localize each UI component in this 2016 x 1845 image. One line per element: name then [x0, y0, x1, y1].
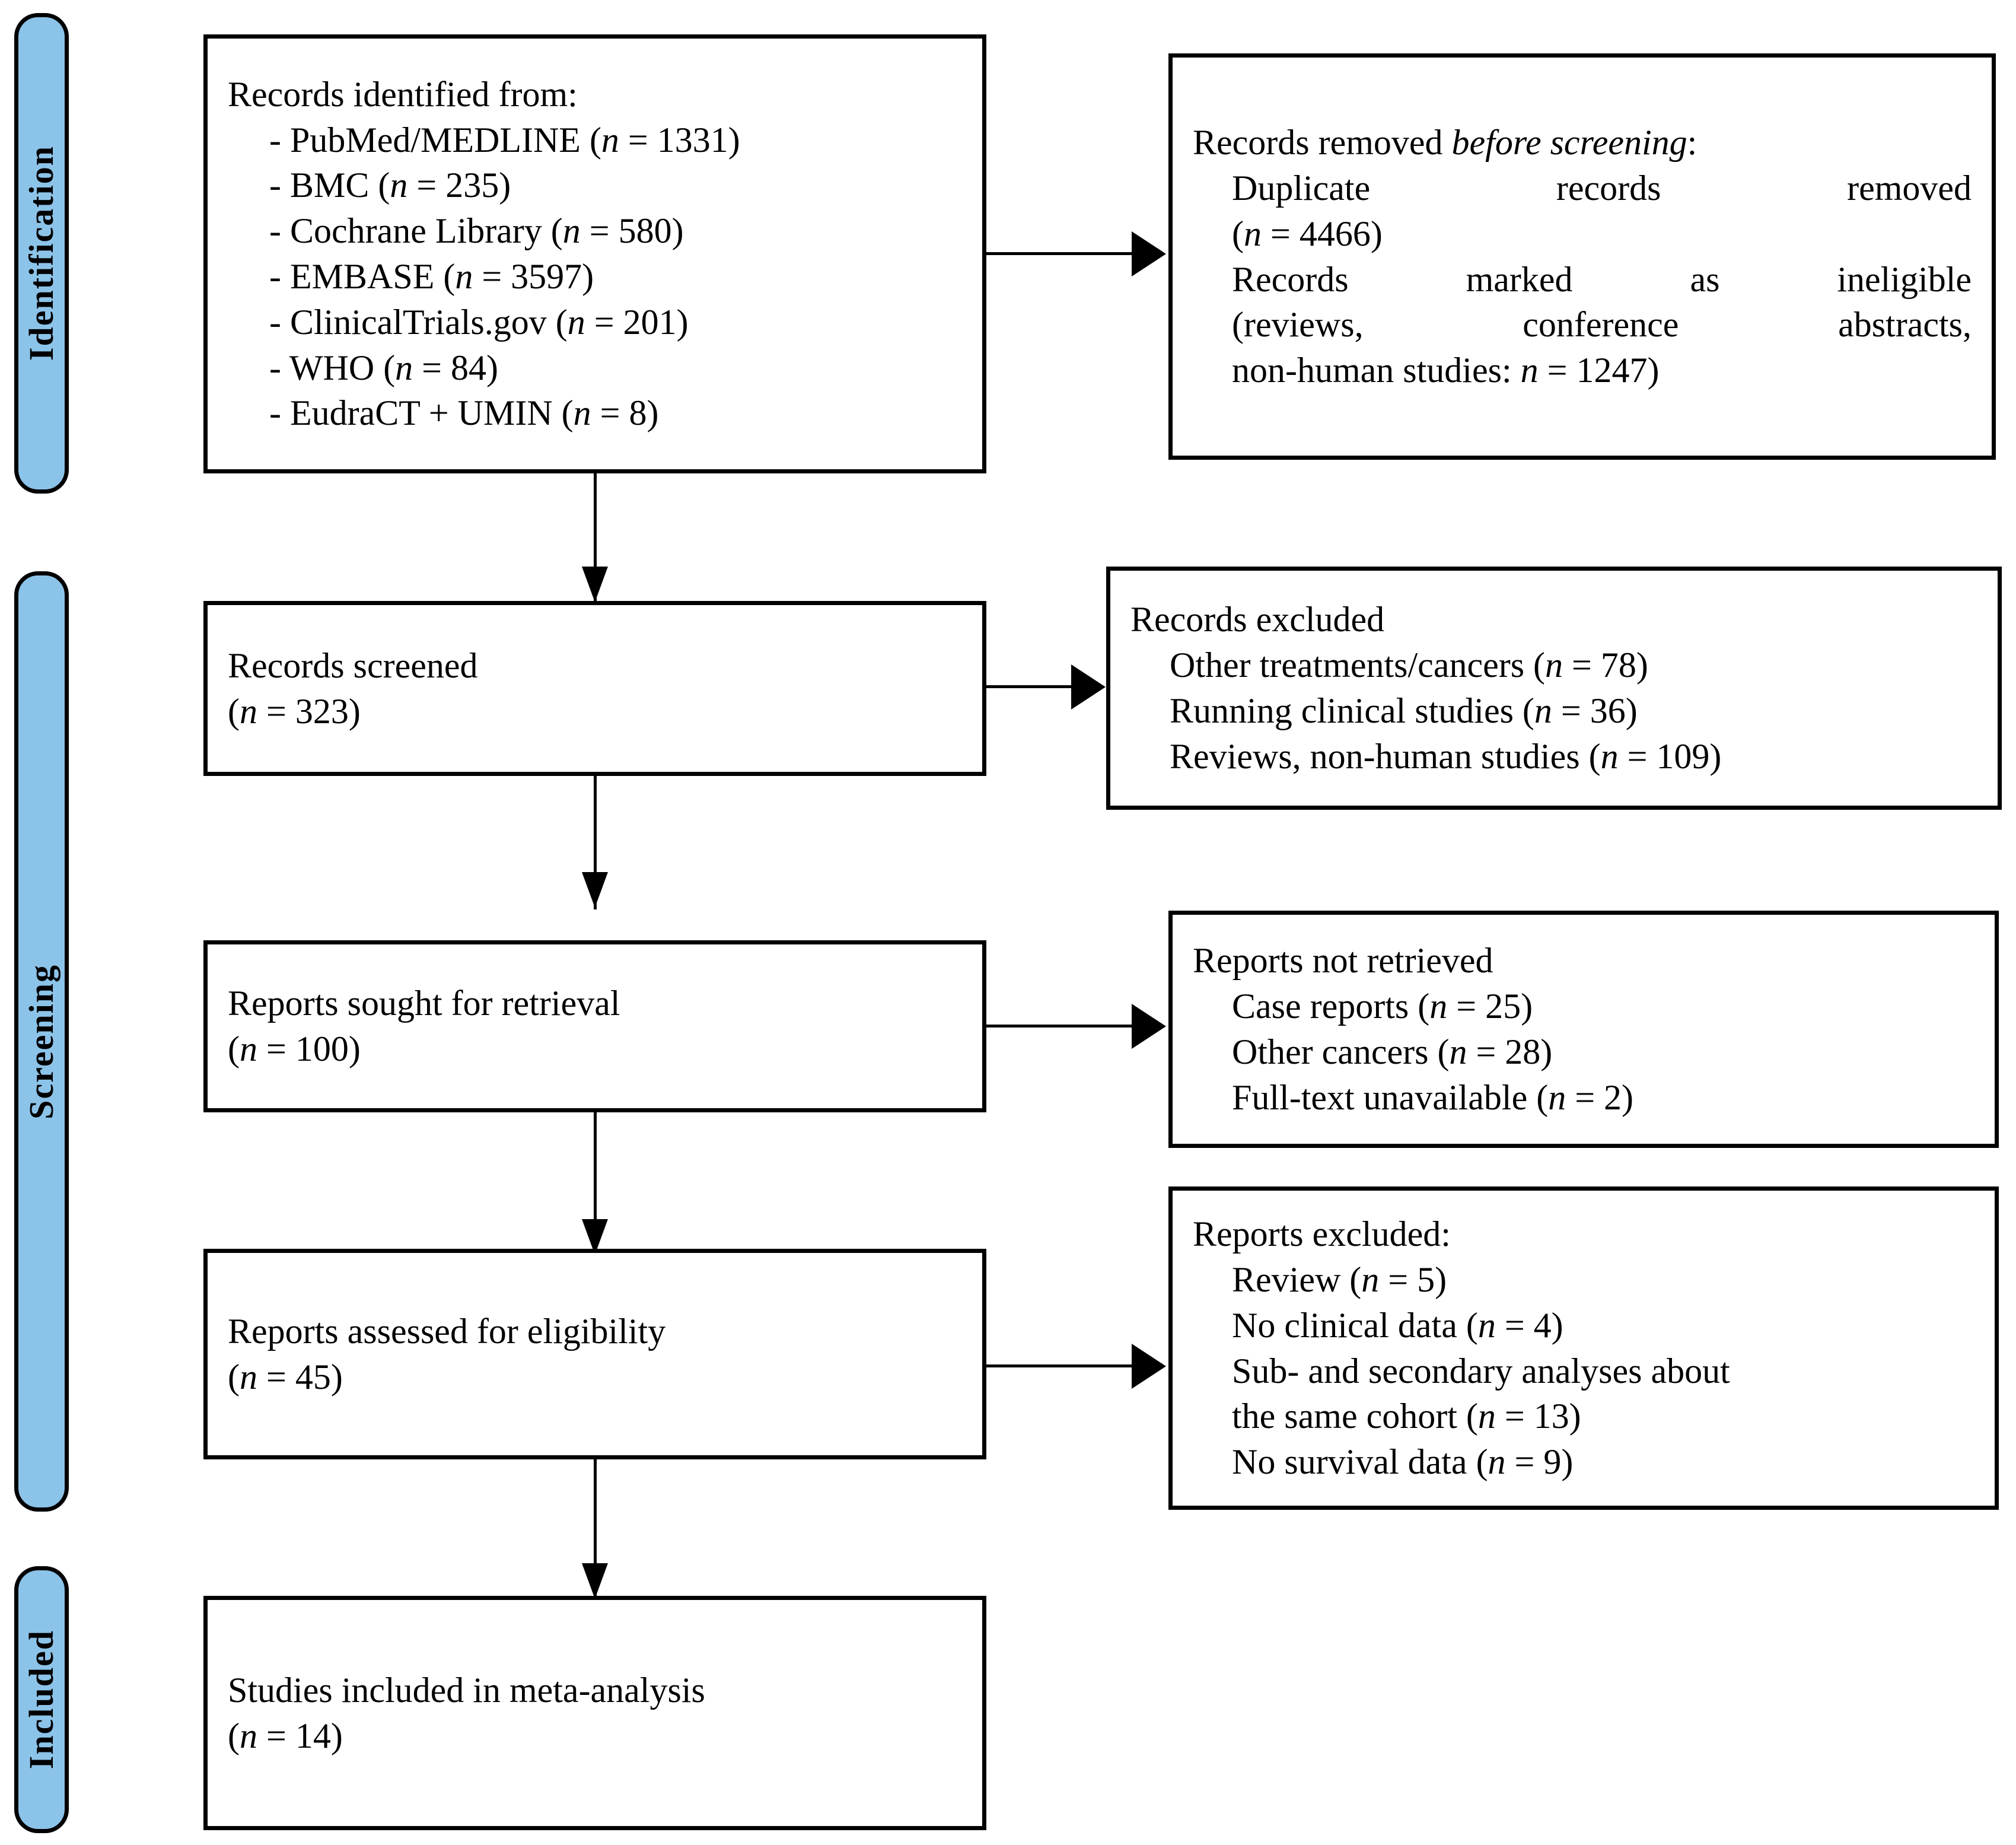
stage-label-screening: Screening: [22, 963, 60, 1119]
reports-sought-count: (n = 100): [228, 1029, 361, 1068]
arrow-identified-to-removed: [1132, 231, 1166, 276]
records-excluded-item-2: Reviews, non-human studies (n = 109): [1170, 736, 1722, 776]
reports-excluded-item-1: No clinical data (n = 4): [1232, 1305, 1563, 1345]
box-records-excluded: Records excluded Other treatments/cancer…: [1106, 567, 2002, 810]
reports-excluded-item-3: the same cohort (n = 13): [1232, 1397, 1581, 1436]
reports-sought-heading: Reports sought for retrieval: [228, 984, 620, 1023]
records-identified-item-2: - Cochrane Library (n = 580): [269, 211, 684, 251]
records-removed-heading: Records removed before screening:: [1193, 120, 1972, 166]
records-excluded-item-1: Running clinical studies (n = 36): [1170, 691, 1638, 730]
reports-not-retrieved-item-2: Full-text unavailable (n = 2): [1232, 1077, 1634, 1117]
records-removed-line-4: (reviews, conference abstracts,: [1232, 305, 1972, 345]
records-removed-line-1: Duplicate records removed: [1232, 168, 1972, 208]
records-removed-line-2: (n = 4466): [1232, 214, 1383, 253]
records-identified-item-5: - WHO (n = 84): [269, 348, 498, 387]
records-removed-line-3: Records marked as ineligible: [1232, 259, 1972, 299]
records-identified-item-0: - PubMed/MEDLINE (n = 1331): [269, 120, 740, 160]
arrow-screened-to-excluded: [1071, 664, 1106, 710]
arrow-identified-to-screened: [582, 567, 608, 602]
arrow-assessed-to-included: [582, 1563, 608, 1599]
reports-excluded-item-4: No survival data (n = 9): [1232, 1442, 1574, 1482]
arrow-assessed-to-reports-excluded: [1132, 1344, 1166, 1389]
reports-not-retrieved-item-0: Case reports (n = 25): [1232, 987, 1533, 1026]
box-studies-included: Studies included in meta-analysis (n = 1…: [203, 1596, 986, 1830]
arrow-sought-to-not-retrieved: [1132, 1004, 1166, 1049]
studies-included-count: (n = 14): [228, 1716, 343, 1755]
stage-bar-included: Included: [14, 1566, 69, 1833]
reports-excluded-item-0: Review (n = 5): [1232, 1259, 1447, 1299]
arrow-screened-to-sought: [582, 872, 608, 908]
box-records-identified: Records identified from: - PubMed/MEDLIN…: [203, 34, 986, 473]
connector-sought-to-not-retrieved: [986, 1025, 1135, 1028]
connector-assessed-to-included: [594, 1459, 597, 1599]
records-identified-item-1: - BMC (n = 235): [269, 166, 511, 205]
records-removed-heading-italic: before screening: [1451, 123, 1687, 163]
records-identified-item-4: - ClinicalTrials.gov (n = 201): [269, 302, 689, 342]
reports-assessed-heading: Reports assessed for eligibility: [228, 1311, 666, 1351]
stage-bar-screening: Screening: [14, 571, 69, 1512]
reports-not-retrieved-item-1: Other cancers (n = 28): [1232, 1032, 1553, 1071]
records-excluded-item-0: Other treatments/cancers (n = 78): [1170, 645, 1648, 685]
box-records-screened: Records screened (n = 323): [203, 601, 986, 776]
box-reports-sought: Reports sought for retrieval (n = 100): [203, 940, 986, 1112]
records-removed-heading-plain: Records removed: [1193, 123, 1452, 163]
records-screened-count: (n = 323): [228, 691, 361, 731]
reports-excluded-heading: Reports excluded:: [1193, 1214, 1451, 1254]
box-records-removed: Records removed before screening: Duplic…: [1168, 53, 1996, 460]
reports-assessed-count: (n = 45): [228, 1357, 343, 1397]
records-identified-item-3: - EMBASE (n = 3597): [269, 257, 594, 296]
reports-not-retrieved-heading: Reports not retrieved: [1193, 941, 1493, 981]
connector-identified-to-removed: [986, 252, 1135, 255]
connector-screened-to-sought: [594, 776, 597, 909]
studies-included-heading: Studies included in meta-analysis: [228, 1670, 705, 1710]
records-identified-heading: Records identified from:: [228, 74, 578, 114]
connector-assessed-to-reports-excluded: [986, 1364, 1135, 1367]
box-reports-assessed: Reports assessed for eligibility (n = 45…: [203, 1249, 986, 1459]
records-screened-heading: Records screened: [228, 645, 478, 685]
stage-label-included: Included: [22, 1630, 60, 1770]
box-reports-excluded: Reports excluded: Review (n = 5) No clin…: [1168, 1186, 1999, 1510]
stage-bar-identification: Identification: [14, 13, 69, 494]
records-identified-item-6: - EudraCT + UMIN (n = 8): [269, 393, 659, 433]
box-reports-not-retrieved: Reports not retrieved Case reports (n = …: [1168, 911, 1999, 1148]
records-removed-heading-tail: :: [1687, 123, 1697, 163]
connector-identified-to-screened: [594, 473, 597, 604]
stage-label-identification: Identification: [22, 145, 60, 361]
records-excluded-heading: Records excluded: [1130, 600, 1385, 640]
connector-screened-to-excluded: [986, 685, 1074, 688]
records-removed-line-5: non-human studies: n = 1247): [1232, 351, 1660, 390]
reports-excluded-item-2: Sub- and secondary analyses about: [1232, 1351, 1730, 1391]
connector-sought-to-assessed: [594, 1112, 597, 1258]
